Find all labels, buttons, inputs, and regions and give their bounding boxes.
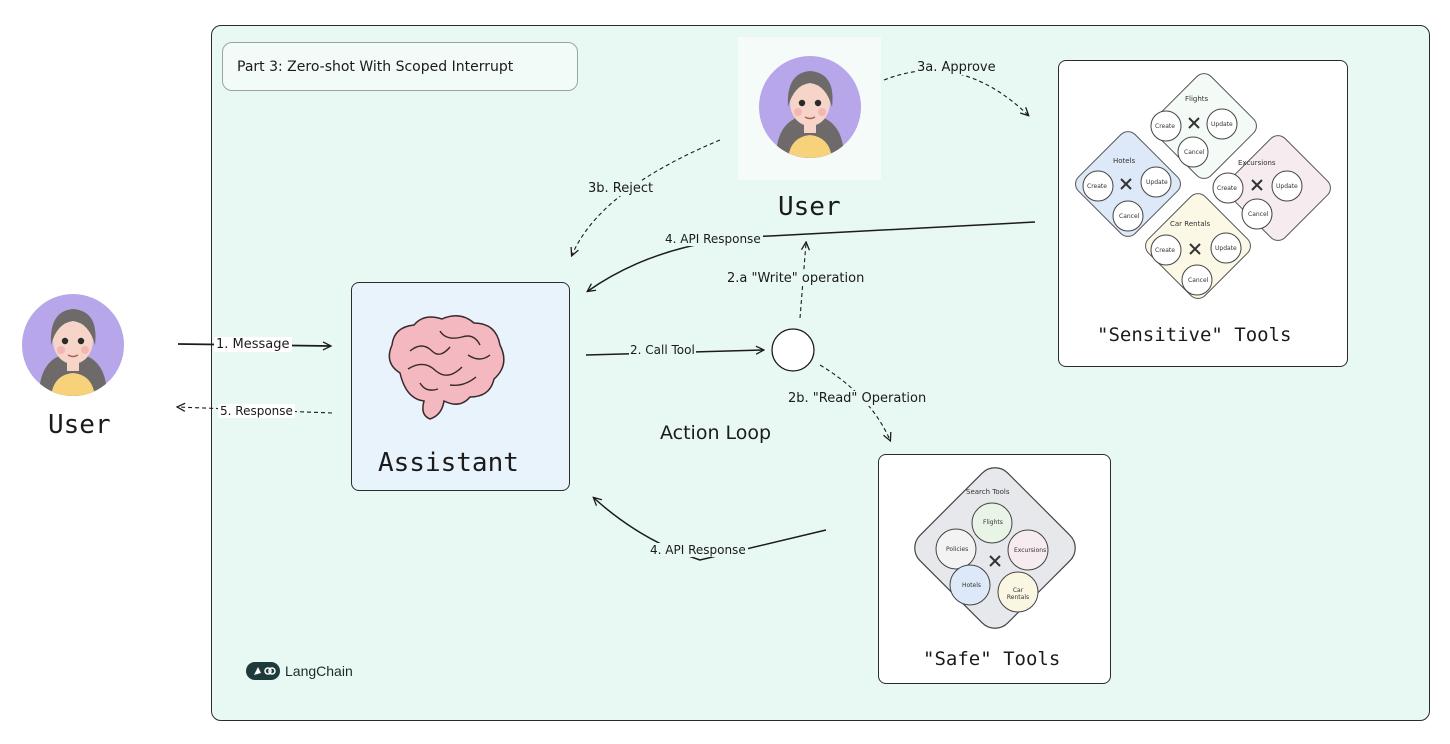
hotels-update: Update: [1146, 179, 1168, 186]
safe-tools-label: "Safe" Tools: [923, 648, 1061, 670]
edge-label-response: 5. Response: [218, 404, 295, 418]
excursions-update: Update: [1276, 183, 1298, 190]
user-avatar-icon: [759, 56, 861, 158]
edge-label-message: 1. Message: [214, 337, 292, 352]
safe-group-title: Search Tools: [966, 488, 1010, 496]
edge-label-call-tool: 2. Call Tool: [629, 343, 696, 357]
group-title-hotels: Hotels: [1113, 157, 1136, 165]
sensitive-tools-diagram: [1075, 73, 1331, 299]
edge-reject: [572, 139, 721, 255]
excursions-cancel: Cancel: [1248, 211, 1269, 218]
edge-label-approve: 3a. Approve: [915, 60, 998, 75]
action-loop-label: Action Loop: [660, 422, 772, 444]
group-title-flights: Flights: [1185, 95, 1209, 103]
group-title-excursions: Excursions: [1238, 159, 1276, 167]
edge-label-api-response-bottom: 4. API Response: [648, 543, 748, 557]
brain-icon: [388, 315, 505, 420]
tools-icon: [1120, 117, 1263, 255]
tools-icon: [989, 555, 1001, 567]
edge-label-api-response-top: 4. API Response: [663, 232, 763, 246]
flights-update: Update: [1211, 121, 1233, 128]
assistant-label: Assistant: [378, 448, 519, 478]
safe-item-hotels: Hotels: [962, 582, 982, 589]
hotels-cancel: Cancel: [1119, 213, 1140, 220]
edge-label-reject: 3b. Reject: [586, 181, 656, 196]
edge-approve: [883, 69, 1028, 115]
safe-tools-diagram: [914, 467, 1076, 629]
excursions-create: Create: [1217, 185, 1237, 192]
brand-name: LangChain: [285, 663, 353, 679]
safe-item-policies: Policies: [946, 546, 969, 553]
edge-api-response-bottom: [594, 498, 827, 561]
sensitive-tools-label: "Sensitive" Tools: [1097, 324, 1292, 346]
flights-cancel: Cancel: [1184, 149, 1205, 156]
user-avatar-icon: [22, 294, 124, 396]
hotels-create: Create: [1087, 183, 1107, 190]
user-left-label: User: [48, 410, 111, 440]
part-title: Part 3: Zero-shot With Scoped Interrupt: [237, 58, 514, 75]
edge-label-read: 2b. "Read" Operation: [786, 391, 929, 406]
flights-create: Create: [1155, 123, 1175, 130]
group-title-car-rentals: Car Rentals: [1170, 220, 1211, 228]
car-rentals-create: Create: [1155, 247, 1175, 254]
car-rentals-cancel: Cancel: [1188, 277, 1209, 284]
edge-label-write: 2.a "Write" operation: [725, 271, 867, 286]
car-rentals-update: Update: [1215, 245, 1237, 252]
part-title-box: Part 3: Zero-shot With Scoped Interrupt: [222, 42, 578, 91]
user-top-label: User: [778, 192, 841, 222]
safe-item-excursions: Excursions: [1014, 547, 1047, 554]
safe-item-car-rentals: Car Rentals: [1006, 587, 1030, 601]
langchain-logo-icon: [246, 662, 280, 680]
safe-item-flights: Flights: [983, 519, 1003, 526]
action-loop-node: [771, 328, 815, 372]
edge-read: [819, 364, 890, 440]
